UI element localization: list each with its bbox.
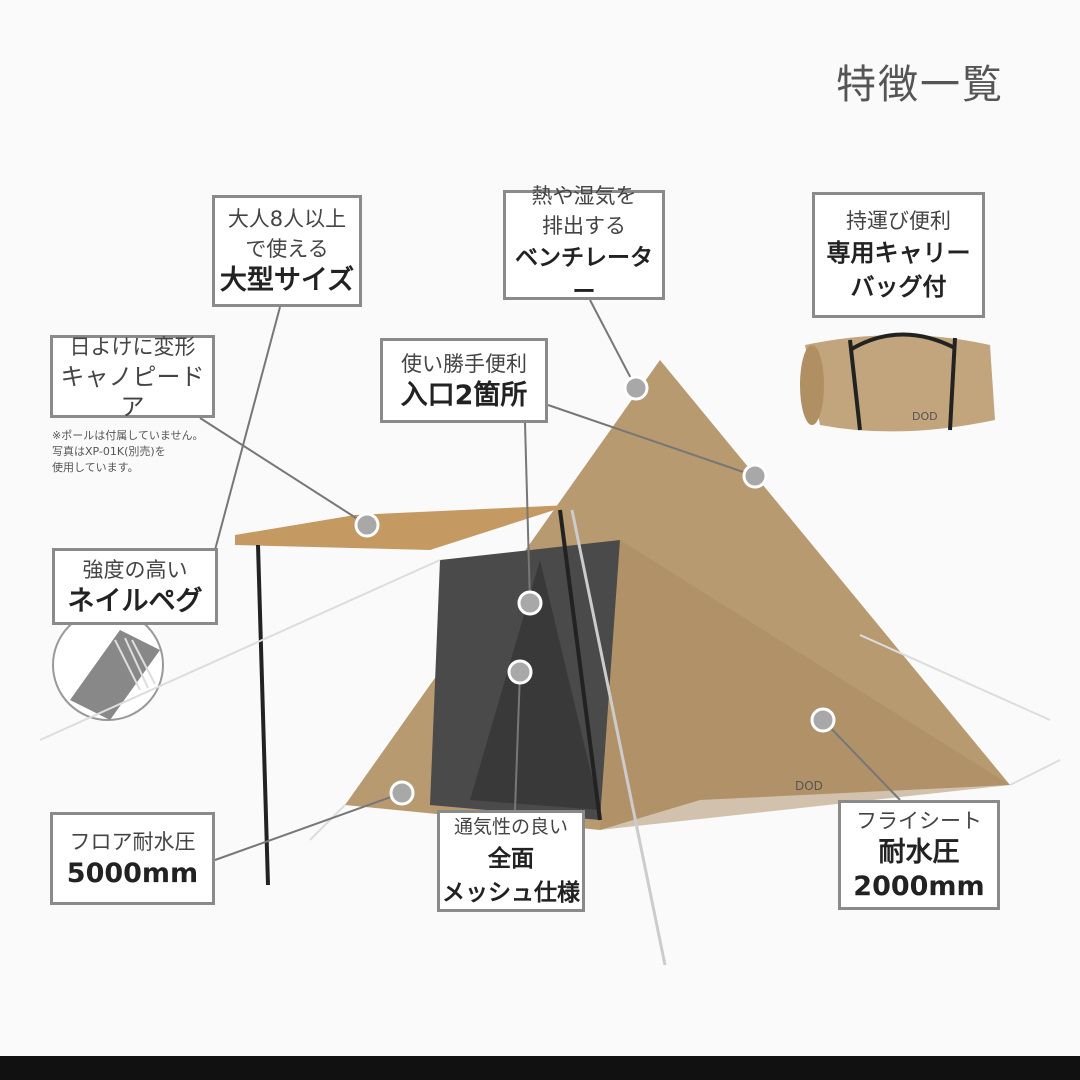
bag-logo: DOD — [912, 410, 938, 423]
feature-text: 大人8人以上 — [227, 207, 347, 231]
feature-heading: 全面 — [488, 846, 534, 872]
feature-heading: 5000mm — [66, 857, 199, 889]
tent-logo: DOD — [795, 779, 823, 793]
feature-heading: 入口2箇所 — [400, 379, 528, 411]
feature-large-size: 大人8人以上 で使える 大型サイズ — [212, 195, 362, 307]
note-line: ※ポールは付属していません。 — [52, 429, 204, 442]
feature-heading: ネイルペグ — [67, 585, 203, 617]
feature-heading: バッグ付 — [850, 273, 947, 301]
feature-text: 熱や湿気を — [531, 184, 637, 208]
feature-text: 強度の高い — [82, 557, 188, 582]
feature-text: フロア耐水圧 — [69, 829, 196, 854]
feature-text: フライシート — [856, 809, 982, 833]
feature-heading: 2000mm — [853, 871, 985, 902]
feature-text: 通気性の良い — [453, 816, 568, 838]
carry-bag: DOD — [800, 332, 995, 432]
feature-nail-peg: 強度の高い ネイルペグ — [52, 548, 218, 625]
feature-two-entrances: 使い勝手便利 入口2箇所 — [380, 338, 548, 423]
feature-heading: 専用キャリー — [826, 239, 971, 267]
feature-carry-bag: 持運び便利 専用キャリー バッグ付 — [812, 192, 985, 318]
feature-heading: 耐水圧 — [878, 837, 960, 868]
note-line: 写真はXP-01K(別売)を — [52, 445, 166, 458]
page-title: 特徴一覧 — [836, 62, 1004, 108]
peg-set — [52, 609, 164, 721]
leader-lines — [199, 299, 901, 861]
feature-heading: 大型サイズ — [219, 265, 355, 296]
feature-heading: キャノピードア — [60, 362, 205, 421]
feature-ventilator: 熱や湿気を 排出する ベンチレーター — [503, 184, 665, 305]
feature-text: 持運び便利 — [846, 209, 951, 233]
feature-canopy-door: 日よけに変形 キャノピードア — [50, 334, 215, 421]
bottom-bar — [0, 1056, 1080, 1080]
note-line: 使用しています。 — [52, 461, 139, 474]
feature-heading: メッシュ仕様 — [442, 880, 580, 906]
feature-full-mesh: 通気性の良い 全面 メッシュ仕様 — [437, 810, 585, 912]
feature-heading: ベンチレーター — [515, 245, 653, 305]
feature-text: で使える — [245, 237, 329, 261]
feature-text: 使い勝手便利 — [401, 351, 527, 376]
feature-flysheet-waterproof: フライシート 耐水圧 2000mm — [838, 800, 1000, 910]
feature-text: 排出する — [542, 214, 626, 238]
feature-text: 日よけに変形 — [69, 334, 196, 359]
feature-floor-waterproof: フロア耐水圧 5000mm — [50, 812, 215, 905]
callout-pins — [354, 375, 836, 806]
pole-note: ※ポールは付属していません。 写真はXP-01K(別売)を 使用しています。 — [52, 428, 204, 476]
